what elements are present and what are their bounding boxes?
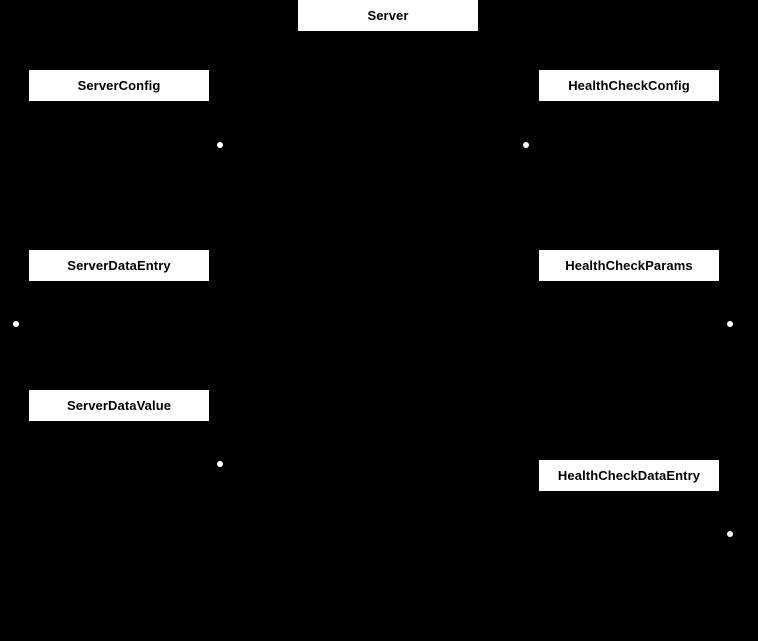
node-label-health-check-config: HealthCheckConfig — [568, 78, 690, 93]
node-server-data-entry[interactable]: ServerDataEntry — [29, 250, 209, 281]
node-health-check-config[interactable]: HealthCheckConfig — [539, 70, 719, 101]
node-label-server-data-value: ServerDataValue — [66, 398, 172, 413]
node-health-check-data-entry[interactable]: HealthCheckDataEntry — [539, 460, 719, 491]
node-server[interactable]: Server — [298, 0, 478, 31]
node-server-data-value[interactable]: ServerDataValue — [29, 390, 209, 421]
node-label-server-config: ServerConfig — [77, 78, 161, 93]
edge-marker-dot — [727, 321, 733, 327]
edge-marker-dot — [217, 461, 223, 467]
edge-marker-dot — [217, 142, 223, 148]
node-server-config[interactable]: ServerConfig — [29, 70, 209, 101]
edge-marker-dot — [727, 531, 733, 537]
node-label-server-data-entry: ServerDataEntry — [67, 258, 171, 273]
edge-marker-dot — [523, 142, 529, 148]
edge-marker-dot — [13, 321, 19, 327]
node-health-check-params[interactable]: HealthCheckParams — [539, 250, 719, 281]
node-label-server: Server — [367, 8, 409, 23]
node-label-health-check-params: HealthCheckParams — [565, 258, 693, 273]
node-label-health-check-data-entry: HealthCheckDataEntry — [557, 468, 701, 483]
